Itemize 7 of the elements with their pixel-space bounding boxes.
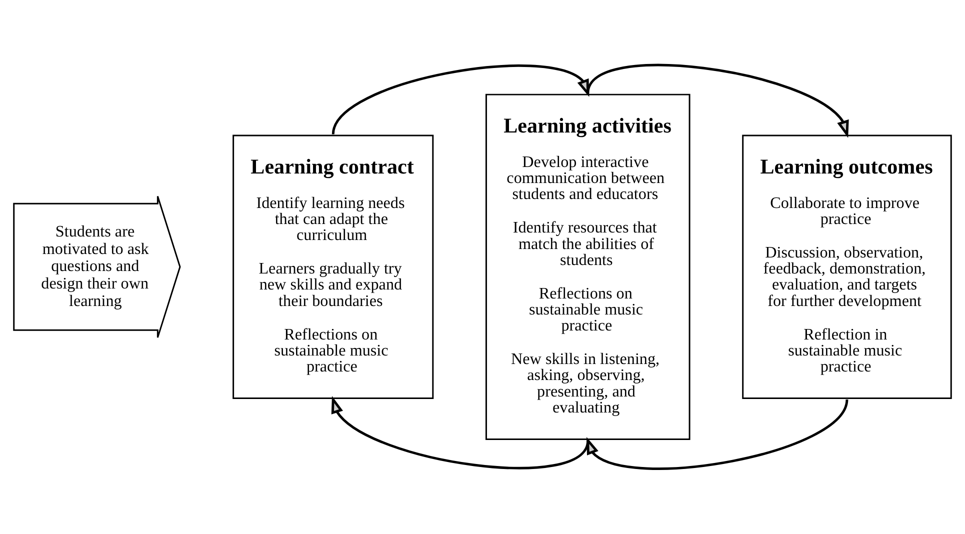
node-box: Learning outcomes Collaborate to improve practice Discussion, observation, feedback, demonstration, evaluation, and targets for further development Reflection in sustainable music practice: [742, 134, 952, 400]
node-box: Learning activities Develop interactive communication between students and educators Identify resources that match the abilities of students Reflections on sustainable music practice New skills in listening, asking, observing, presenting, and evaluating: [485, 94, 690, 440]
node-box: Learning contract Identify learning needs that can adapt the curriculum Learners gradually try new skills and expand their boundaries Reflections on sustainable music practice: [232, 134, 434, 400]
arrow: [331, 396, 590, 470]
arrow: [586, 64, 849, 138]
arrow: [332, 64, 590, 135]
arrow: [586, 399, 848, 470]
